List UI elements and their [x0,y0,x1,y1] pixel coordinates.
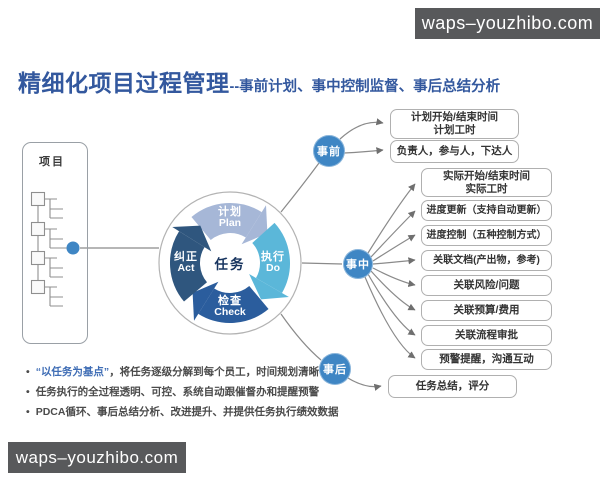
bullet-text: “以任务为基点”，将任务逐级分解到每个员工，时间规划清晰 [36,366,320,378]
bullet-item-1: • “以任务为基点”，将任务逐级分解到每个员工，时间规划清晰 [26,366,346,378]
pdca-do-label-en: Do [266,262,280,275]
pdca-wheel-graphic [158,191,302,335]
detail-box-line: 任务总结，评分 [415,380,490,393]
pdca-plan-arrowhead [241,205,268,245]
bullet-item-2: • 任务执行的全过程透明、可控、系统自动跟催督办和提醒预警 [26,386,346,398]
watermark-text: waps–youzhibo.com [15,447,179,467]
detail-box-line: 实际开始/结束时间 [443,169,530,182]
arrow-connectors [339,118,416,391]
phase-node-after: 事后 [319,353,351,385]
pdca-act-segment [170,231,208,302]
pdca-do-label: 执行 Do [261,251,285,275]
wbs-tree-lines [30,191,67,307]
detail-box-documents: 关联文档(产出物，参考) [421,250,552,271]
page-title: 精细化项目过程管理--事前计划、事中控制监督、事后总结分析 [18,64,500,98]
page-title-sub: --事前计划、事中控制监督、事后总结分析 [229,79,501,95]
detail-box-progress-update: 进度更新（支持自动更新） [421,200,552,221]
detail-box-owners: 负责人，参与人，下达人 [390,140,519,163]
watermark-text: waps–youzhibo.com [421,13,594,33]
pdca-check-arrowhead [192,281,219,321]
project-panel-label: 项目 [39,156,65,168]
page-title-main: 精细化项目过程管理 [18,70,230,96]
pdca-do-arrowhead [249,274,289,300]
detail-box-risk-issue: 关联风险/问题 [421,275,552,296]
pdca-plan-label-zh: 计划 [218,206,242,219]
bullet-notes: • “以任务为基点”，将任务逐级分解到每个员工，时间规划清晰 • 任务执行的全过… [26,366,346,426]
phase-node-before: 事前 [313,135,345,167]
pdca-plan-label-en: Plan [218,217,242,230]
watermark-banner-top: waps–youzhibo.com [415,8,600,39]
pdca-act-label: 纠正 Act [174,251,198,275]
detail-box-line: 计划工时 [433,124,476,136]
bullet-dot: • [26,386,30,399]
plain-connectors [80,162,343,361]
pdca-check-label: 检查 Check [214,295,246,319]
detail-box-task-summary: 任务总结，评分 [388,375,517,398]
pdca-wheel: 计划 Plan 执行 Do 检查 Check 纠正 Act 任务 [155,188,305,338]
bullet-text: 任务执行的全过程透明、可控、系统自动跟催督办和提醒预警 [35,386,320,399]
detail-box-line: 负责人，参与人，下达人 [396,145,513,158]
bullet-quote: “以任务为基点” [35,366,110,378]
pdca-act-label-en: Act [177,262,195,275]
watermark-banner-bottom: waps–youzhibo.com [8,442,186,473]
pdca-check-segment [198,285,269,323]
detail-box-budget-cost: 关联预算/费用 [421,300,552,321]
pdca-center-label: 任务 [214,257,246,272]
detail-box-line: 关联文档(产出物，参考) [433,254,540,266]
detail-box-line: 关联流程审批 [455,329,518,342]
detail-box-progress-control: 进度控制（五种控制方式） [421,225,552,246]
phase-node-during: 事中 [343,249,373,279]
selected-task-dot [66,241,80,255]
detail-box-actual-time: 实际开始/结束时间 实际工时 [421,168,552,197]
bullet-dot: • [26,366,30,378]
project-panel [22,142,88,344]
pdca-check-label-en: Check [214,306,246,319]
detail-box-plan-time: 计划开始/结束时间 计划工时 [390,109,519,139]
pdca-act-arrowhead [172,225,212,252]
bullet-item-3: • PDCA循环、事后总结分析、改进提升、并提供任务执行绩效数据 [26,406,346,418]
bullet-rest: ，将任务逐级分解到每个员工，时间规划清晰 [109,366,320,378]
detail-box-line: 进度控制（五种控制方式） [426,229,547,241]
pdca-do-segment [251,222,290,293]
bullet-dot: • [26,406,30,419]
pdca-plan-label: 计划 Plan [218,206,242,230]
detail-box-line: 关联预算/费用 [453,304,520,317]
detail-box-line: 关联风险/问题 [453,279,520,292]
detail-box-line: 实际工时 [465,182,508,195]
pdca-do-label-zh: 执行 [261,251,285,264]
bullet-text: PDCA循环、事后总结分析、改进提升、并提供任务执行绩效数据 [35,406,339,419]
pdca-act-label-zh: 纠正 [174,251,198,264]
detail-box-line: 进度更新（支持自动更新） [426,204,547,216]
detail-box-workflow-approval: 关联流程审批 [421,325,552,346]
detail-box-line: 计划开始/结束时间 [411,111,498,124]
pdca-check-label-zh: 检查 [217,295,242,308]
detail-box-line: 预警提醒，沟通互动 [439,353,534,366]
detail-box-alerts-communication: 预警提醒，沟通互动 [421,349,552,370]
pdca-plan-segment [191,203,262,241]
